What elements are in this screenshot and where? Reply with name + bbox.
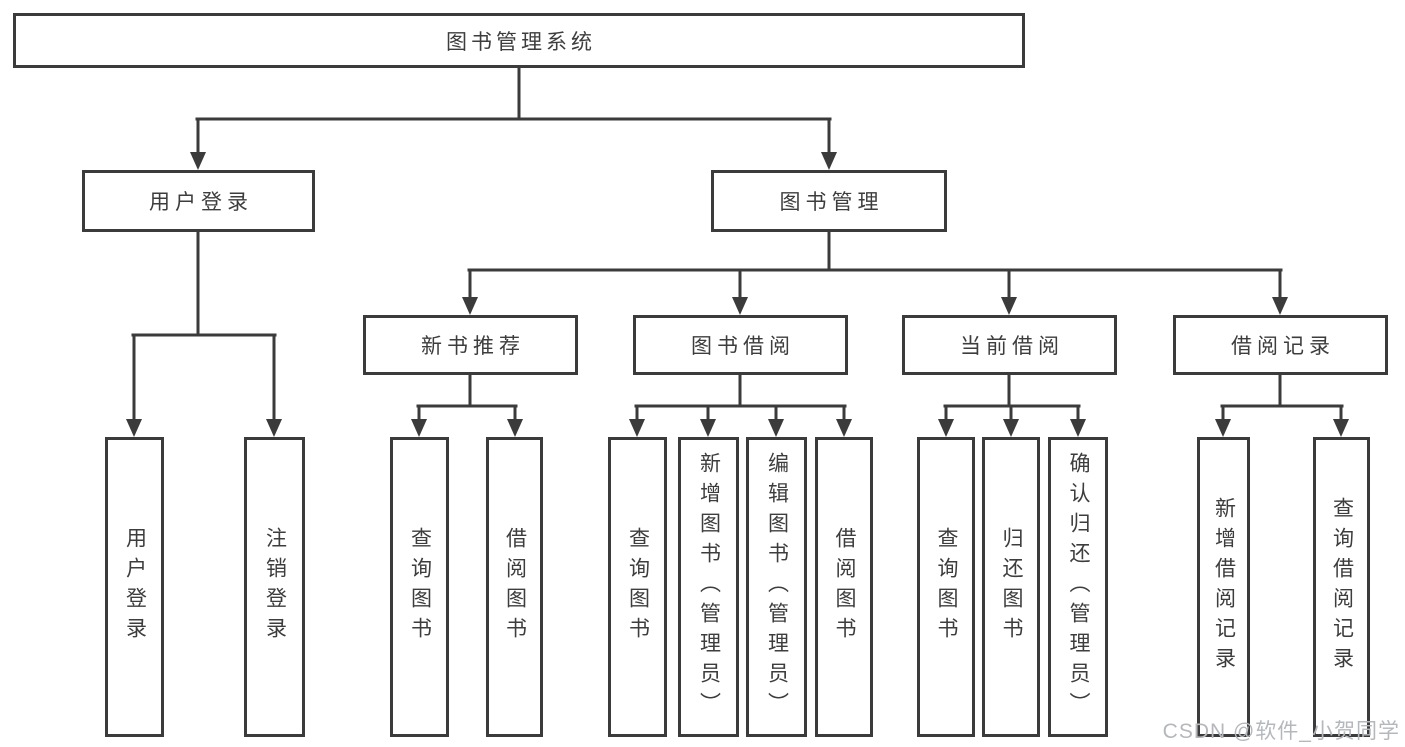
node-label: 注销登录 xyxy=(263,527,287,647)
leaf-borrow-books-borrowing: 借阅图书 xyxy=(815,437,873,737)
leaf-query-books-borrowing: 查询图书 xyxy=(608,437,667,737)
leaf-edit-books-admin: 编辑图书（管理员） xyxy=(746,437,807,737)
arrowhead xyxy=(836,419,852,437)
node-label: 当前借阅 xyxy=(960,335,1064,358)
leaf-query-borrow-record: 查询借阅记录 xyxy=(1313,437,1370,737)
node-label: 借阅图书 xyxy=(833,527,856,647)
node-label: 新增借阅记录 xyxy=(1212,497,1236,677)
arrowhead xyxy=(732,297,748,315)
node-label: 编辑图书（管理员） xyxy=(765,452,789,722)
arrowhead xyxy=(1272,297,1288,315)
arrowhead xyxy=(700,419,716,437)
arrowhead xyxy=(1001,297,1017,315)
leaf-return-books: 归还图书 xyxy=(982,437,1040,737)
node-library-management-system: 图书管理系统 xyxy=(13,13,1025,68)
leaf-user-login: 用户登录 xyxy=(105,437,164,737)
arrowhead xyxy=(768,419,784,437)
leaf-logout: 注销登录 xyxy=(244,437,305,737)
node-label: 确认归还（管理员） xyxy=(1067,452,1090,722)
node-label: 图书管理 xyxy=(779,191,884,214)
arrowhead xyxy=(126,419,142,437)
leaf-confirm-return-admin: 确认归还（管理员） xyxy=(1048,437,1108,737)
leaf-query-books-current: 查询图书 xyxy=(917,437,975,737)
arrowhead xyxy=(266,419,282,437)
node-book-borrowing: 图书借阅 xyxy=(633,315,848,375)
node-label: 新增图书（管理员） xyxy=(697,452,721,722)
arrowhead xyxy=(1215,419,1231,437)
arrowhead xyxy=(507,419,523,437)
node-current-borrowing: 当前借阅 xyxy=(902,315,1117,375)
leaf-query-books-recommend: 查询图书 xyxy=(390,437,449,737)
leaf-add-borrow-record: 新增借阅记录 xyxy=(1197,437,1250,737)
node-label: 借阅图书 xyxy=(503,527,527,647)
node-label: 新书推荐 xyxy=(421,335,525,358)
node-label: 图书管理系统 xyxy=(446,30,596,54)
leaf-borrow-books-recommend: 借阅图书 xyxy=(486,437,543,737)
arrowhead xyxy=(1333,419,1349,437)
arrowhead xyxy=(462,297,478,315)
node-label: 图书借阅 xyxy=(691,335,795,358)
node-label: 查询图书 xyxy=(626,527,650,647)
node-new-book-recommendation: 新书推荐 xyxy=(363,315,578,375)
arrowhead xyxy=(1003,419,1019,437)
arrowhead xyxy=(190,152,206,170)
node-borrowing-records: 借阅记录 xyxy=(1173,315,1388,375)
leaf-add-books-admin: 新增图书（管理员） xyxy=(678,437,739,737)
arrowhead xyxy=(629,419,645,437)
node-label: 用户登录 xyxy=(123,527,147,647)
arrowhead xyxy=(1070,419,1086,437)
node-book-management: 图书管理 xyxy=(711,170,947,232)
node-label: 归还图书 xyxy=(1000,527,1023,647)
node-label: 查询图书 xyxy=(408,527,432,647)
arrowhead xyxy=(821,152,837,170)
node-label: 查询图书 xyxy=(935,527,958,647)
node-user-login: 用户登录 xyxy=(82,170,315,232)
arrowhead xyxy=(938,419,954,437)
watermark: CSDN @软件_小贺同学 xyxy=(1162,720,1400,743)
node-label: 查询借阅记录 xyxy=(1330,497,1354,677)
node-label: 用户登录 xyxy=(149,191,253,214)
node-label: 借阅记录 xyxy=(1231,335,1335,358)
arrowhead xyxy=(411,419,427,437)
